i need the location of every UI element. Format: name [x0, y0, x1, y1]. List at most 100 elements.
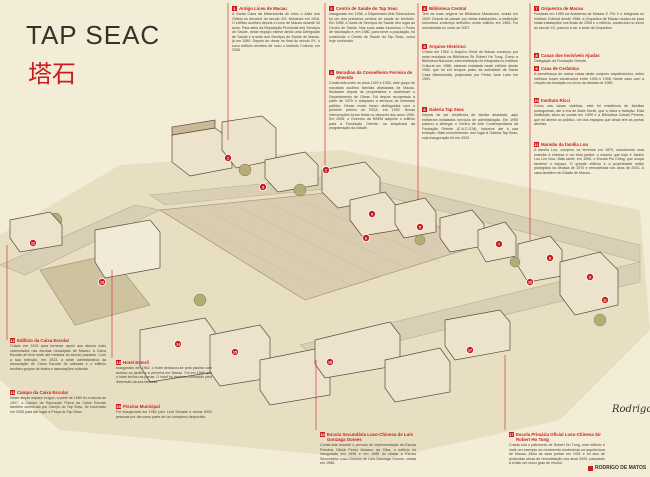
note-body: Depois de ser residência de família abas…	[422, 113, 518, 140]
marker-pin	[415, 222, 424, 231]
marker-number: 5	[419, 225, 421, 229]
note-title: Escola Primária Oficial Luso-Chinesa Sir…	[516, 432, 601, 442]
note-body: Criada sob o patrocínio de Robert Ho Tun…	[509, 443, 605, 465]
note-number: 16	[320, 432, 325, 437]
location-marker-4: 4	[367, 209, 376, 218]
note-number: 10	[534, 98, 539, 103]
marker-pin	[258, 182, 267, 191]
location-marker-2: 2	[321, 165, 330, 174]
credit-badge	[588, 465, 593, 471]
note-number: 11	[534, 142, 539, 147]
note-number: 13	[10, 390, 15, 395]
note-number: 12	[10, 338, 15, 343]
note-title: Arquivo Histórico	[429, 44, 466, 49]
marker-pin	[173, 339, 182, 348]
note-title: Biblioteca Central	[429, 6, 467, 11]
location-marker-13: 13	[98, 277, 107, 286]
note-number: 2	[329, 6, 334, 11]
marker-number: 17	[468, 348, 472, 352]
note-body: A semelhança de outras casas deste conju…	[534, 72, 644, 85]
marker-pin	[546, 253, 555, 262]
note-number: 8	[534, 53, 539, 58]
note-title: Escola Secundária Luso-Chinesa de Luís G…	[327, 432, 413, 442]
note-number: 5	[422, 44, 427, 49]
note-body: Neste amplo espaço exíguo, a partir de 1…	[10, 396, 106, 414]
note-body: Inaugurado em 1962, o hotel destacou-se …	[116, 366, 212, 384]
marker-number: 10	[528, 280, 532, 284]
marker-number: 8	[549, 256, 551, 260]
note-number: 3	[329, 70, 334, 75]
marker-number: 6	[365, 236, 367, 240]
note-body: Como nas casas vizinhas, este foi residê…	[534, 104, 644, 126]
note-body: Criado em 1952, o Arquivo Geral de Macau…	[422, 50, 518, 81]
marker-pin	[230, 347, 239, 356]
note-body: Fundada em 1983 na Academia de Música S.…	[534, 12, 644, 30]
location-marker-14: 14	[173, 339, 182, 348]
location-marker-11: 11	[601, 295, 610, 304]
note-number: 14	[116, 360, 121, 365]
note-title: Moradias da Conselheiro Ferreira de Alme…	[336, 70, 413, 80]
marker-pin	[321, 165, 330, 174]
note-title: Instituto Ricci	[541, 98, 571, 103]
marker-number: 15	[233, 350, 237, 354]
marker-pin	[367, 209, 376, 218]
note-body: Delegação da Fundação Oriente.	[534, 59, 587, 63]
location-marker-17: 17	[465, 345, 474, 354]
artist-signature: Rodrigo	[612, 404, 650, 415]
marker-pin	[526, 277, 535, 286]
location-marker-8: 8	[546, 253, 555, 262]
note-title: Orquestra de Macau	[541, 6, 584, 11]
note-title: Antigo Liceu de Macau	[239, 6, 287, 11]
note-number: 9	[534, 66, 539, 71]
marker-pin	[494, 239, 503, 248]
note-title: Hotel Estoril	[123, 360, 149, 365]
note-title: Edifício da Caixa Escolar	[17, 338, 70, 343]
marker-pin	[586, 272, 595, 281]
note-title: Casas dos Invisíveis Ajudas	[541, 53, 600, 58]
map-title: TAP SEAC	[26, 20, 161, 50]
note-title: Campo da Caixa Escolar	[17, 390, 69, 395]
location-marker-5: 5	[415, 222, 424, 231]
note-number: 17	[509, 432, 514, 437]
map-title-chinese: 塔石	[28, 60, 76, 88]
note-number: 15	[116, 404, 121, 409]
illustrator-credit: RODRIGO DE MATOS	[588, 465, 646, 471]
note-title: Mansão da família Lou	[541, 142, 589, 147]
marker-number: 12	[31, 241, 35, 245]
location-marker-16: 16	[325, 357, 334, 366]
marker-pin	[223, 153, 232, 162]
location-marker-12: 12	[28, 238, 37, 247]
note-body: A família Lou, comprou os terrenos em 18…	[534, 148, 644, 175]
note-title: Galeria Tap Seac	[429, 107, 465, 112]
note-number: 1	[232, 6, 237, 11]
note-number: 6	[422, 107, 427, 112]
buildings-lower	[9, 211, 511, 406]
marker-number: 7	[498, 242, 500, 246]
marker-pin	[98, 277, 107, 286]
marker-number: 2	[325, 168, 327, 172]
note-body: Tem as suas origens na Biblioteca Macaen…	[422, 12, 518, 30]
marker-number: 3	[262, 185, 264, 189]
marker-number: 1	[227, 156, 229, 160]
credit-text: RODRIGO DE MATOS	[595, 465, 647, 471]
marker-pin	[325, 357, 334, 366]
location-marker-10: 10	[526, 277, 535, 286]
note-number: 4	[422, 6, 427, 11]
